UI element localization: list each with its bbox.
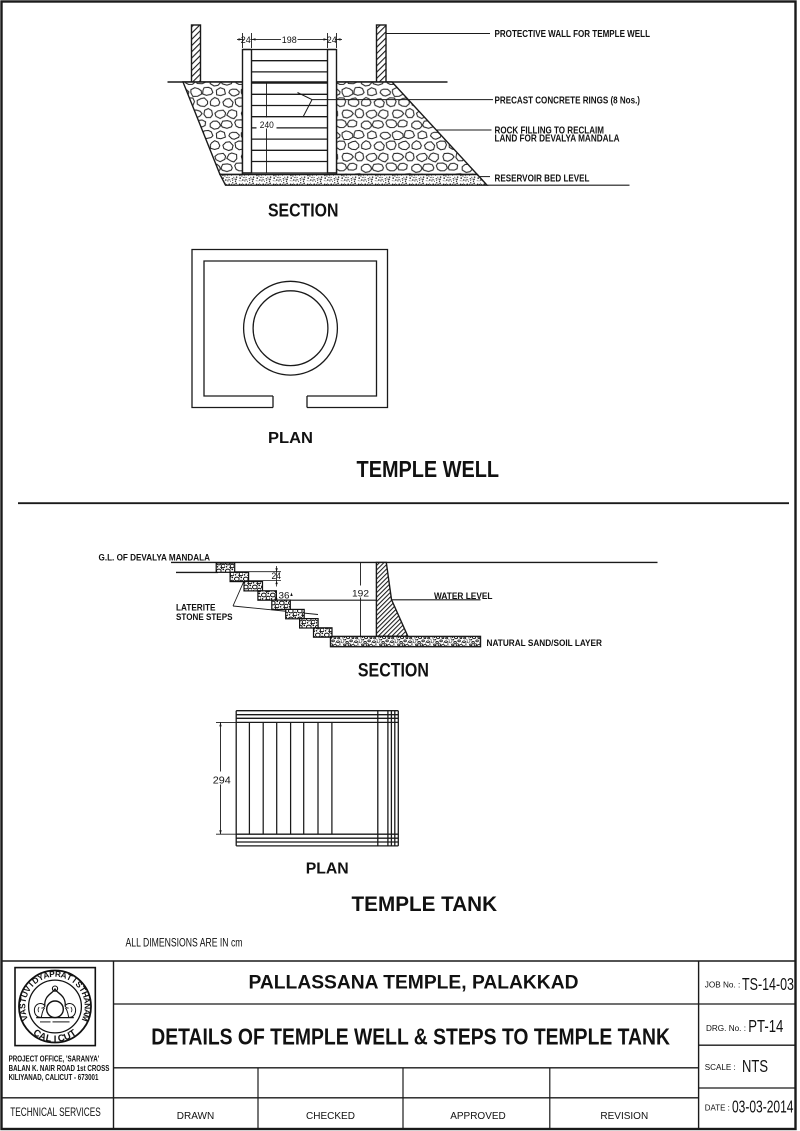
svg-text:24: 24 [327,35,337,46]
svg-text:03-03-2014: 03-03-2014 [732,1097,794,1117]
svg-text:SECTION: SECTION [358,660,429,681]
svg-text:N: N [83,1003,93,1009]
svg-text:PROTECTIVE WALL FOR TEMPLE WEL: PROTECTIVE WALL FOR TEMPLE WELL [495,29,651,40]
svg-text:DATE :: DATE : [705,1102,730,1112]
svg-text:I: I [71,976,79,985]
svg-text:TEMPLE TANK: TEMPLE TANK [352,893,498,916]
svg-text:REVISION: REVISION [600,1111,648,1122]
svg-text:DRG. No. :: DRG. No. : [706,1023,746,1033]
svg-text:36: 36 [279,590,290,601]
svg-text:M: M [80,1013,92,1023]
svg-text:A: A [37,1030,48,1043]
svg-text:DETAILS OF TEMPLE WELL & STEPS: DETAILS OF TEMPLE WELL & STEPS TO TEMPLE… [151,1024,670,1050]
svg-text:RESERVOIR BED LEVEL: RESERVOIR BED LEVEL [495,174,590,185]
svg-text:G.L. OF DEVALYA MANDALA: G.L. OF DEVALYA MANDALA [99,553,211,564]
svg-text:I: I [26,980,35,988]
svg-text:PT-14: PT-14 [748,1016,783,1036]
svg-text:PLAN: PLAN [306,861,349,878]
svg-text:H: H [80,990,92,999]
svg-text:JOB No. :: JOB No. : [705,980,741,990]
svg-text:TS-14-03: TS-14-03 [742,974,794,994]
svg-text:T: T [65,972,74,983]
svg-text:SECTION: SECTION [268,199,339,220]
svg-text:V: V [22,984,34,994]
svg-text:U: U [62,1030,73,1043]
svg-text:PALLASSANA TEMPLE, PALAKKAD: PALLASSANA TEMPLE, PALAKKAD [249,973,579,994]
svg-text:24: 24 [272,571,282,582]
svg-text:SCALE :: SCALE : [705,1062,736,1072]
svg-text:CHECKED: CHECKED [306,1111,355,1122]
svg-text:A: A [82,996,93,1004]
svg-text:PRECAST CONCRETE RINGS (8 Nos.: PRECAST CONCRETE RINGS (8 Nos.) [495,96,641,107]
svg-text:A: A [17,1008,28,1016]
svg-text:T: T [18,997,29,1004]
svg-text:A: A [42,969,50,980]
svg-text:TEMPLE WELL: TEMPLE WELL [357,456,500,482]
svg-text:PLAN: PLAN [268,430,313,447]
svg-text:D: D [30,975,41,987]
svg-text:TECHNICAL SERVICES: TECHNICAL SERVICES [10,1105,101,1119]
svg-text:LATERITE: LATERITE [176,603,216,614]
svg-text:294: 294 [213,775,231,787]
svg-text:240: 240 [260,120,274,131]
svg-text:Y: Y [36,971,46,983]
svg-text:T: T [77,984,88,994]
svg-text:A: A [82,1008,93,1016]
svg-text:DRAWN: DRAWN [177,1111,214,1122]
svg-text:192: 192 [352,589,369,600]
svg-text:C: C [31,1027,43,1040]
svg-text:C: C [57,1033,66,1045]
svg-text:ALL DIMENSIONS ARE IN cm: ALL DIMENSIONS ARE IN cm [126,938,243,950]
svg-text:KILIYANAD, CALICUT - 673001: KILIYANAD, CALICUT - 673001 [9,1073,99,1082]
svg-text:NTS: NTS [742,1056,768,1076]
svg-text:T: T [68,1028,79,1040]
svg-text:A: A [60,969,68,980]
svg-text:I: I [54,1034,57,1045]
svg-text:PROJECT OFFICE, 'SARANYA': PROJECT OFFICE, 'SARANYA' [9,1055,100,1064]
svg-text:STONE STEPS: STONE STEPS [176,612,233,623]
svg-text:U: U [19,990,31,999]
svg-text:WATER LEVEL: WATER LEVEL [434,591,493,602]
svg-text:BALAN K. NAIR ROAD 1st CROSS: BALAN K. NAIR ROAD 1st CROSS [9,1064,110,1073]
svg-text:LAND FOR DEVALYA MANDALA: LAND FOR DEVALYA MANDALA [495,134,620,145]
svg-text:24: 24 [241,35,251,46]
svg-text:V: V [19,1013,30,1022]
svg-text:APPROVED: APPROVED [450,1111,506,1122]
svg-text:R: R [55,969,62,980]
svg-text:S: S [17,1003,27,1009]
svg-text:NATURAL SAND/SOIL LAYER: NATURAL SAND/SOIL LAYER [487,638,603,649]
svg-text:198: 198 [282,35,297,46]
svg-text:L: L [45,1033,53,1045]
svg-text:P: P [49,969,56,980]
svg-text:S: S [74,979,85,990]
svg-text:ROCK FILLING TO RECLAIM: ROCK FILLING TO RECLAIM [495,126,605,137]
